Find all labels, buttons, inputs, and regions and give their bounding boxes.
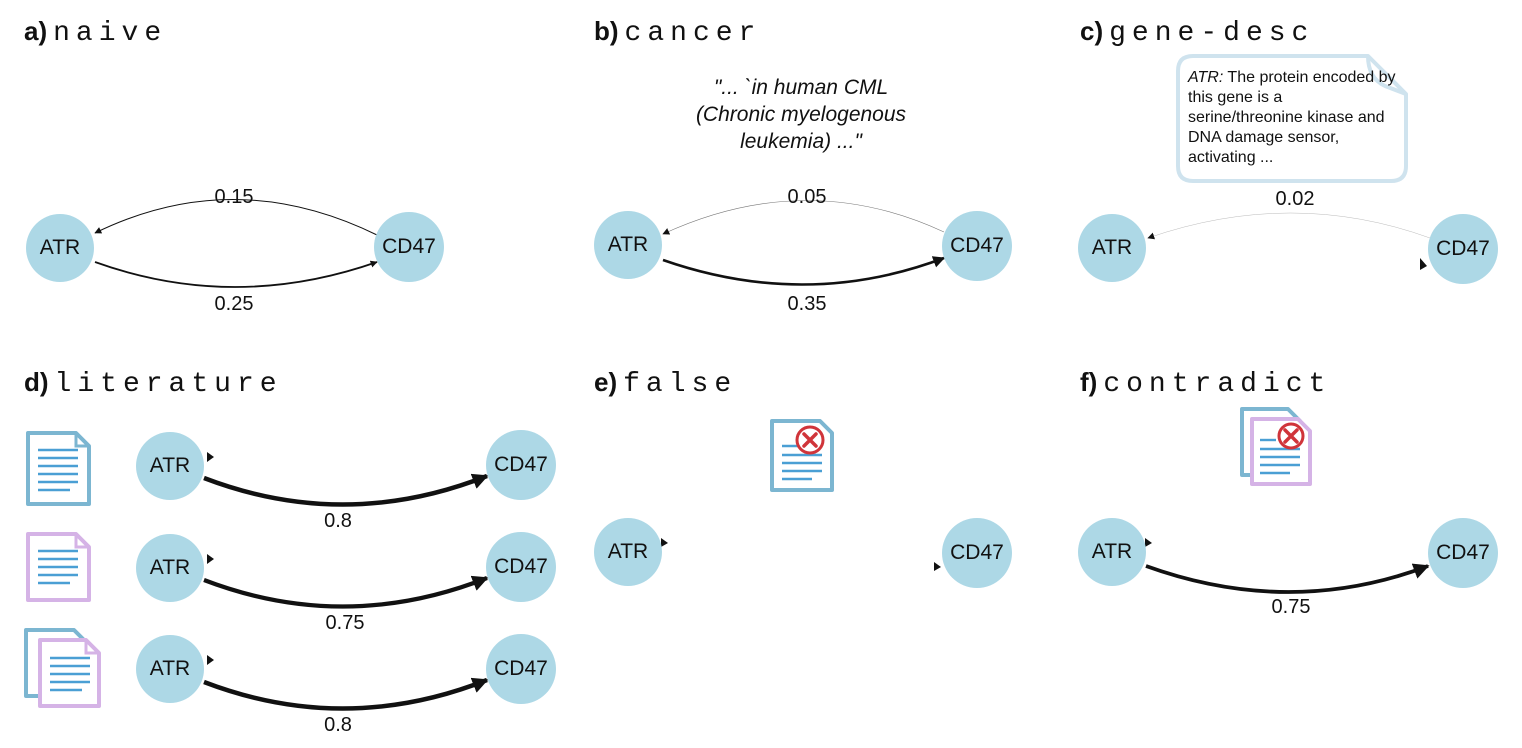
edge-weight-label: 0.35 [787,293,827,315]
node-atr: ATR [136,432,204,500]
node-atr: ATR [26,214,94,282]
edge-weight-label: 0.05 [787,186,827,208]
panel-f-title: f)contradict [1080,367,1332,400]
edge-b-upper [662,200,945,235]
node-atr: ATR [136,635,204,703]
edge-d2 [203,575,489,609]
node-atr: ATR [136,534,204,602]
node-atr: ATR [594,518,662,586]
edge-d3 [203,677,489,711]
arrowhead-d3-atr [207,655,214,665]
arrowhead-e-atr [661,538,668,547]
edge-weight-label: 0.8 [324,510,352,532]
node-cd47: CD47 [374,212,444,282]
edge-a-lower [94,260,378,288]
edge-weight-label: 0.75 [325,612,365,634]
node-cd47: CD47 [1428,214,1498,284]
edge-f-lower [1145,563,1430,594]
node-atr: ATR [594,211,662,279]
gene-description-note: ATR: The protein encoded by this gene is… [1188,69,1396,166]
node-cd47: CD47 [486,634,556,704]
cancer-quote: "... `in human CML (Chronic myelogenous … [695,76,907,153]
panel-b-title: b)cancer [594,16,762,49]
node-cd47: CD47 [942,518,1012,588]
arrowhead-e-cd47 [934,562,941,571]
panel-d-title: d)literature [24,367,283,400]
panel-a-title: a)naive [24,16,168,49]
edge-d1 [203,473,489,507]
document-blue-icon [26,431,91,506]
node-cd47: CD47 [1428,518,1498,588]
arrowhead-c-cd47 [1420,258,1427,270]
node-atr: ATR [1078,518,1146,586]
arrowhead-f-atr [1145,538,1152,547]
note-icon [1176,54,1408,183]
edge-weight-label: 0.02 [1275,188,1315,210]
edge-c-upper [1147,212,1431,240]
edge-b-lower [662,256,946,286]
edge-weight-label: 0.75 [1271,596,1311,618]
panel-e-title: e)false [594,367,738,400]
node-cd47: CD47 [486,430,556,500]
document-purple-icon [26,532,91,602]
node-cd47: CD47 [942,211,1012,281]
edge-weight-label: 0.8 [324,714,352,736]
node-cd47: CD47 [486,532,556,602]
edge-weight-label: 0.25 [214,293,254,315]
node-atr: ATR [1078,214,1146,282]
false-document-icon [770,419,834,492]
edge-a-upper [94,199,378,236]
edge-weight-label: 0.15 [214,186,254,208]
contradict-document-icon [1240,407,1312,486]
arrowhead-d1-atr [207,452,214,462]
document-stack-icon [24,628,101,708]
panel-c-title: c)gene-desc [1080,16,1315,49]
arrowhead-d2-atr [207,554,214,564]
